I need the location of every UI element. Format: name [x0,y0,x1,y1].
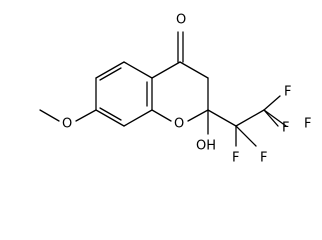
bond-cf2-cf3 [235,109,265,127]
bond-cf3-f5 [263,109,279,127]
bond-aromatic-inner-2 [99,107,122,121]
bond-c6-c5 [95,61,125,79]
bond-c4-c4a [151,61,181,79]
bond-lines [39,31,287,147]
bond-c4-c3 [179,61,209,79]
bond-cf2-f2 [235,125,257,147]
chemical-structure-diagram: O O O OH F F F F F [39,13,311,166]
bond-cf3-f3 [263,95,281,111]
atom-label-fluorine-1: F [232,151,239,166]
atom-label-fluorine-2: F [260,151,267,166]
atom-label-methoxy-oxygen: O [62,117,72,132]
atom-label-fluorine-4: F [304,117,311,132]
bond-c8-c7 [95,109,125,127]
bond-c7-omethoxy [75,109,97,122]
atom-label-ring-oxygen: O [174,117,184,132]
bond-aromatic-inner-3 [99,67,122,81]
bond-omethoxy-ch3 [39,109,60,122]
bond-o1-c8a [151,109,172,122]
atom-labels: O O O OH F F F F F [62,13,311,166]
atom-label-fluorine-5: F [282,121,289,136]
atom-label-hydroxyl: OH [196,139,216,154]
bond-c2-o1 [187,109,209,122]
bond-c2-cf2 [207,109,237,127]
bond-c8a-c8 [123,109,153,127]
atom-label-carbonyl-oxygen: O [176,13,186,28]
bond-c5-c4a [123,61,153,79]
bond-cf3-f4 [263,109,287,127]
atom-label-fluorine-3: F [284,85,291,100]
